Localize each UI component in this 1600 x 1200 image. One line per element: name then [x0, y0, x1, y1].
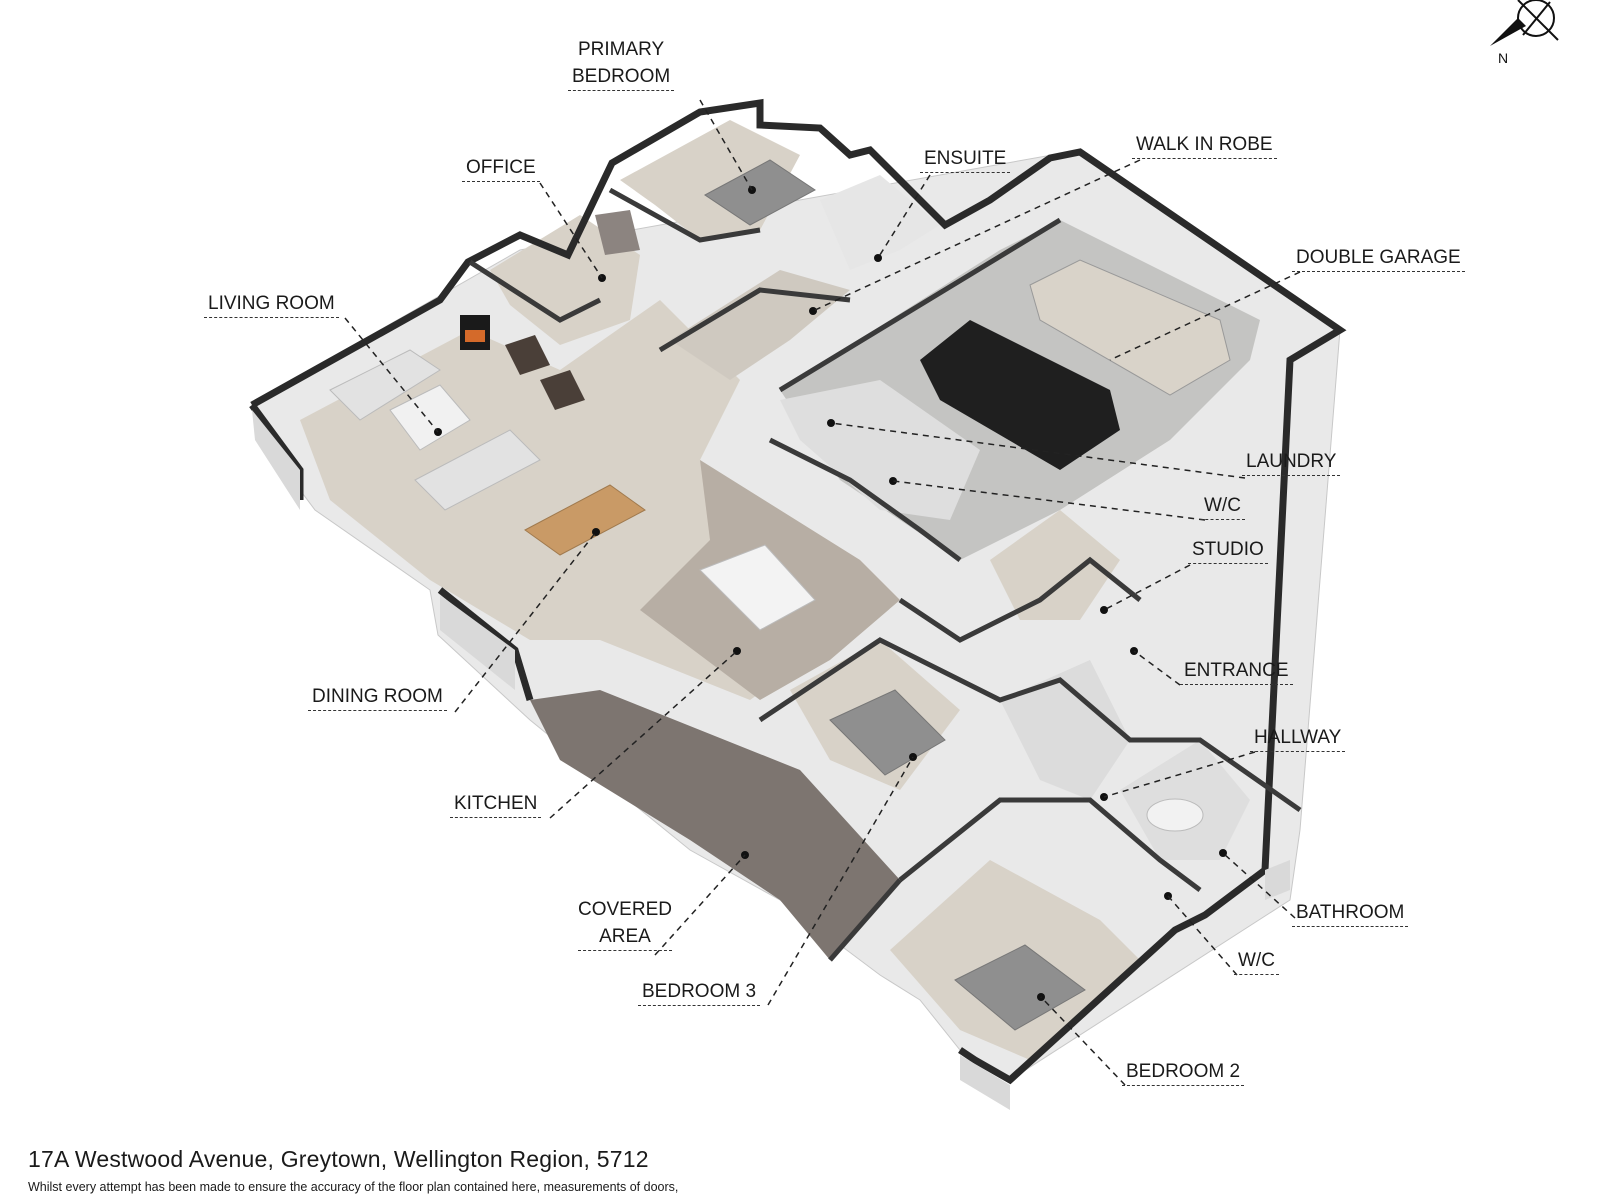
office-chair	[595, 210, 640, 255]
label-living-room: LIVING ROOM	[204, 290, 339, 318]
label-walk-in-robe: WALK IN ROBE	[1132, 131, 1277, 159]
furniture	[329, 159, 1231, 1031]
bed	[954, 944, 1086, 1031]
leader-lines	[344, 99, 1301, 1086]
covered-area-deck	[530, 690, 900, 960]
bed	[829, 689, 946, 776]
interior-walls	[468, 187, 1302, 962]
label-primary-bedroom: PRIMARY BEDROOM	[568, 36, 675, 91]
label-dining-room: DINING ROOM	[308, 683, 447, 711]
ensuite-floor	[820, 175, 940, 270]
hallway-floor	[1000, 660, 1130, 800]
car-black	[920, 320, 1120, 470]
label-covered-area: COVERED AREA	[578, 896, 672, 951]
armchair	[505, 335, 550, 375]
shower-base	[1146, 798, 1204, 832]
label-double-garage: DOUBLE GARAGE	[1292, 244, 1465, 272]
car-silver	[1029, 259, 1231, 396]
label-wc-bathroom: W/C	[1234, 947, 1279, 975]
label-wc-laundry: W/C	[1200, 492, 1245, 520]
label-kitchen: KITCHEN	[450, 790, 542, 818]
property-address: 17A Westwood Avenue, Greytown, Wellingto…	[28, 1146, 649, 1172]
disclaimer-text: Whilst every attempt has been made to en…	[28, 1180, 679, 1194]
compass-label: N	[1498, 50, 1509, 66]
label-laundry: LAUNDRY	[1242, 448, 1341, 476]
bed	[704, 159, 816, 226]
label-office: OFFICE	[462, 154, 540, 182]
label-bathroom: BATHROOM	[1292, 899, 1409, 927]
sofa	[414, 429, 541, 511]
coffee-table	[389, 384, 471, 451]
label-bedroom-2: BEDROOM 2	[1122, 1058, 1245, 1086]
armchair	[540, 370, 585, 410]
label-studio: STUDIO	[1188, 536, 1268, 564]
label-bedroom-3: BEDROOM 3	[638, 978, 761, 1006]
label-entrance: ENTRANCE	[1180, 657, 1293, 685]
kitchen-island	[699, 544, 816, 631]
office-floor	[490, 215, 640, 345]
label-hallway: HALLWAY	[1250, 724, 1346, 752]
studio-floor	[990, 510, 1120, 620]
wall-faces	[252, 410, 1290, 1110]
sofa	[329, 349, 441, 421]
north-compass-icon	[1490, 0, 1559, 46]
dining-table	[524, 484, 646, 556]
label-ensuite: ENSUITE	[920, 145, 1011, 173]
